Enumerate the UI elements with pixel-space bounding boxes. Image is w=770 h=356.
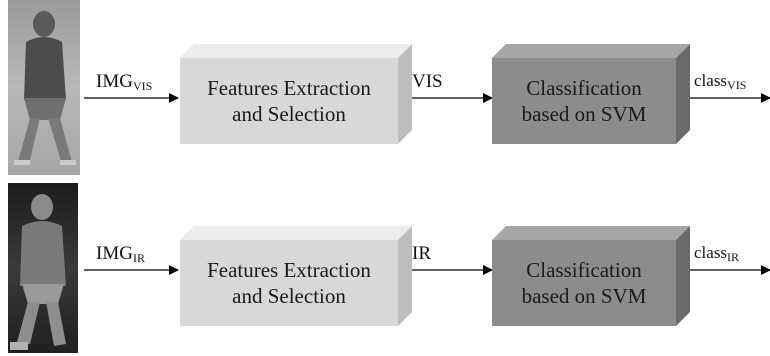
features-box-ir	[180, 226, 412, 326]
classifier-box-vis-line1: Classification	[526, 76, 642, 100]
input-image-infrared	[8, 183, 78, 353]
feature-output-vis: VIS	[412, 71, 443, 92]
class-label-vis: classVIS	[694, 71, 747, 92]
classifier-box-vis	[492, 44, 690, 144]
classifier-box-ir-line1: Classification	[526, 258, 642, 282]
classifier-box-vis-text: Classification based on SVM	[492, 75, 676, 127]
input-image-visible	[8, 0, 80, 175]
class-label-ir: classIR	[694, 243, 740, 264]
features-box-vis-line2: and Selection	[232, 102, 346, 126]
classifier-box-ir	[492, 226, 690, 326]
features-box-ir-line2: and Selection	[232, 284, 346, 308]
input-label-ir: IMGIR	[96, 243, 145, 265]
features-box-ir-text: Features Extraction and Selection	[180, 257, 398, 309]
classifier-box-ir-line2: based on SVM	[521, 284, 647, 308]
features-box-vis-line1: Features Extraction	[207, 76, 371, 100]
classifier-box-vis-line2: based on SVM	[521, 102, 647, 126]
feature-output-ir: IR	[412, 243, 431, 264]
features-box-vis	[180, 44, 412, 144]
features-box-vis-text: Features Extraction and Selection	[180, 75, 398, 127]
input-label-vis: IMGVIS	[96, 71, 153, 93]
classifier-box-ir-text: Classification based on SVM	[492, 257, 676, 309]
features-box-ir-line1: Features Extraction	[207, 258, 371, 282]
